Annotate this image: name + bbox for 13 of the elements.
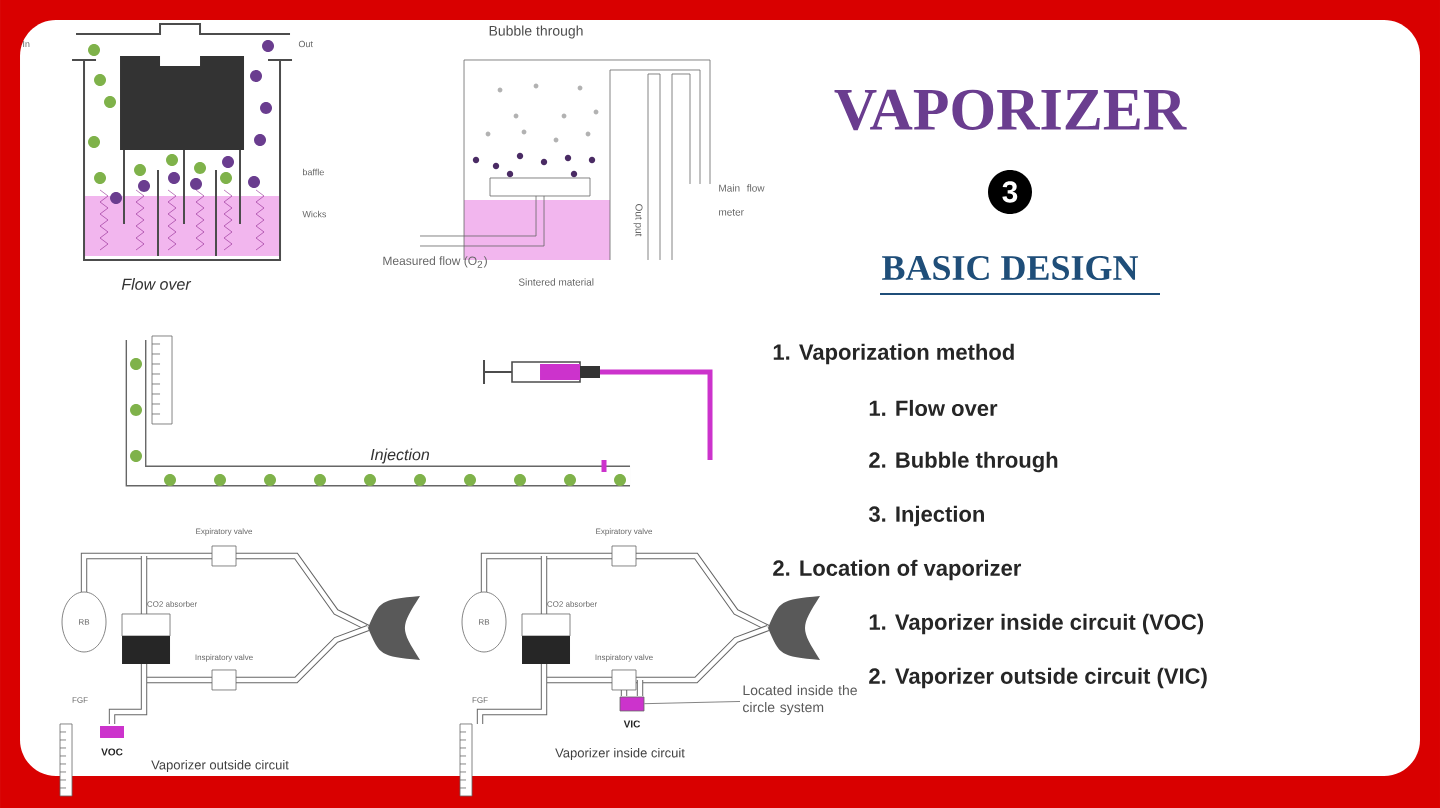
subtitle: BASIC DESIGN <box>882 255 1139 281</box>
drawing-caption: Injection <box>370 448 430 464</box>
list-item: 1. Vaporization method <box>773 343 1014 365</box>
list-item: 1. Flow over <box>869 399 998 417</box>
list-item: 3. Injection <box>868 505 984 527</box>
title: VAPORIZER <box>834 89 1187 131</box>
list-item: 2. Location of vaporizer <box>773 559 1022 581</box>
leader-line <box>644 701 741 705</box>
list-item: 2. Vaporizer outside circuit (VIC) <box>869 667 1207 689</box>
vaporizer-box <box>619 696 645 712</box>
drawing-caption: Flow over <box>121 278 192 290</box>
list-item: 1. Vaporizer inside circuit (VOC) <box>869 613 1204 635</box>
list-item: 2. Bubble through <box>869 451 1058 473</box>
